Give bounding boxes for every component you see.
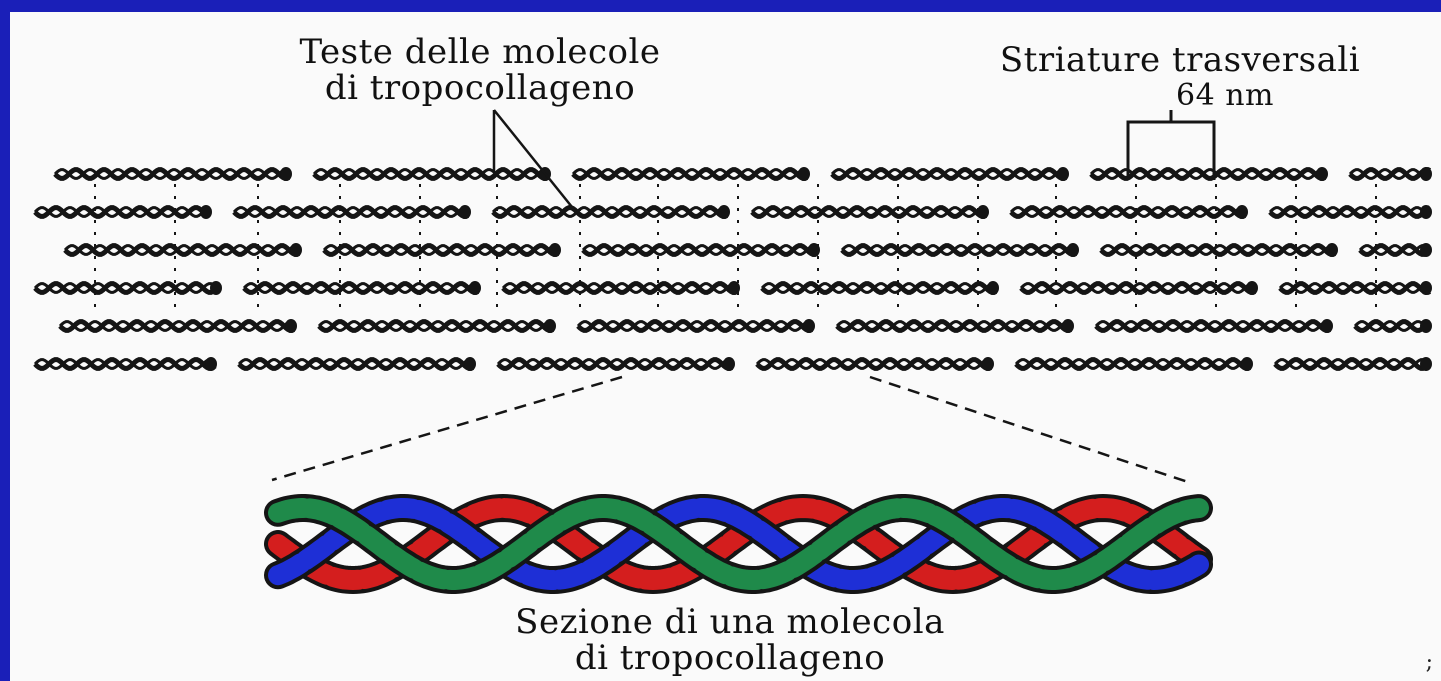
molecule-section-label: Sezione di una molecola di tropocollagen…	[450, 604, 1010, 676]
section-label-line2: di tropocollageno	[450, 640, 1010, 676]
triple-helix-diagram	[10, 12, 1441, 681]
corner-mark: ;	[1426, 650, 1433, 675]
section-label-line1: Sezione di una molecola	[450, 604, 1010, 640]
figure-panel: Teste delle molecole di tropocollageno S…	[10, 12, 1441, 681]
